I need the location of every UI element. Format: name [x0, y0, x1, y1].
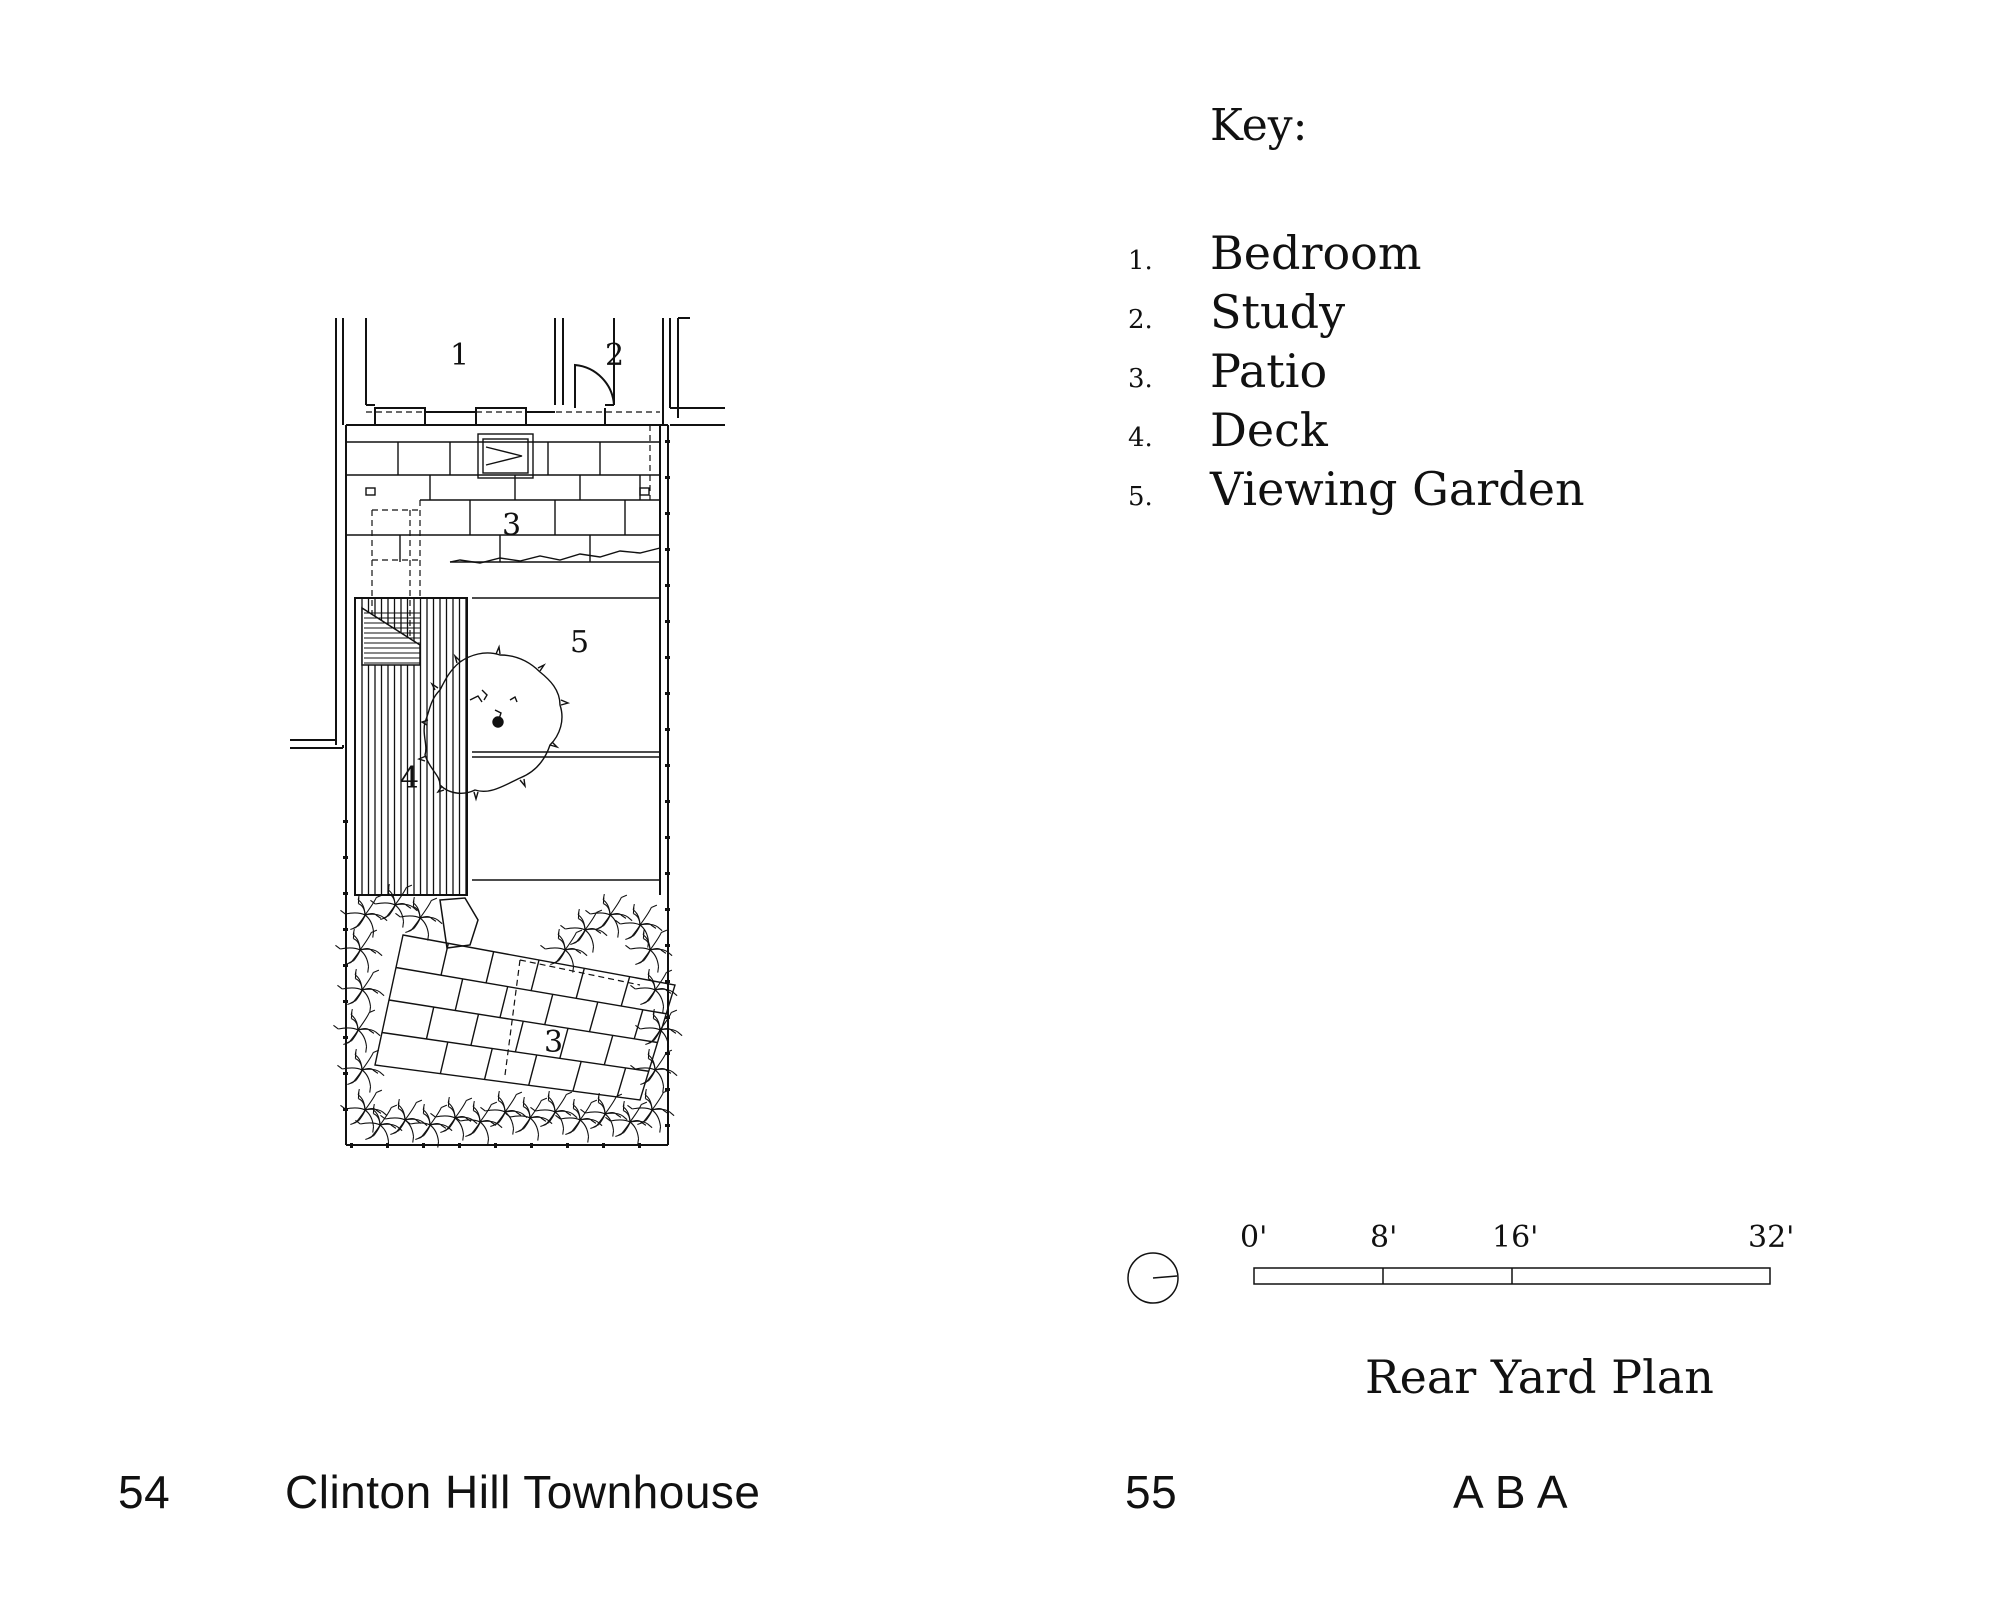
key-item-number: 3. — [1128, 364, 1153, 394]
key-item: 2. Study — [1128, 285, 1585, 344]
fence-posts — [343, 440, 670, 1148]
scale-tick-0: 0' — [1240, 1220, 1268, 1255]
right-page-number: 55 — [1125, 1466, 1178, 1518]
key-item-number: 5. — [1128, 482, 1153, 512]
scale-tick-8: 8' — [1370, 1220, 1398, 1255]
plan-title: Rear Yard Plan — [1365, 1350, 1714, 1404]
key-title: Key: — [1210, 100, 1308, 151]
lower-patio — [374, 934, 676, 1101]
viewing-garden-lines — [472, 597, 660, 881]
key-item: 4. Deck — [1128, 403, 1585, 462]
north-arrow-icon — [1127, 1252, 1179, 1304]
upper-patio-paving — [346, 433, 661, 564]
label-patio-lower: 3 — [544, 1025, 563, 1060]
key-item: 1. Bedroom — [1128, 226, 1585, 285]
left-page-title: Clinton Hill Townhouse — [285, 1466, 761, 1518]
tree — [417, 644, 571, 802]
key-item: 5. Viewing Garden — [1128, 462, 1585, 521]
key-item-number: 2. — [1128, 305, 1153, 335]
key-item-label: Bedroom — [1210, 226, 1422, 280]
key-list: 1. Bedroom 2. Study 3. Patio 4. Deck 5. Viewi… — [1128, 226, 1585, 521]
dashed-outlines — [366, 411, 660, 1076]
key-item-label: Viewing Garden — [1210, 462, 1585, 516]
key-item-label: Patio — [1210, 344, 1328, 398]
key-item-number: 1. — [1128, 246, 1153, 276]
left-page-number: 54 — [118, 1466, 171, 1518]
label-bedroom: 1 — [450, 338, 469, 373]
label-patio-upper: 3 — [502, 508, 521, 543]
key-item-label: Deck — [1210, 403, 1328, 457]
key-item-number: 4. — [1128, 423, 1153, 453]
label-study: 2 — [605, 338, 624, 373]
key-item-label: Study — [1210, 285, 1346, 339]
scale-tick-16: 16' — [1492, 1220, 1539, 1255]
scale-tick-32: 32' — [1748, 1220, 1795, 1255]
right-page-title: A B A — [1453, 1466, 1569, 1518]
rock — [439, 897, 479, 949]
yard-boundary — [345, 424, 669, 1146]
planting — [333, 883, 683, 1148]
key-item: 3. Patio — [1128, 344, 1585, 403]
deck — [354, 597, 468, 896]
scale-bar — [1253, 1267, 1771, 1285]
label-viewing-garden: 5 — [570, 625, 589, 660]
label-deck: 4 — [400, 761, 419, 796]
